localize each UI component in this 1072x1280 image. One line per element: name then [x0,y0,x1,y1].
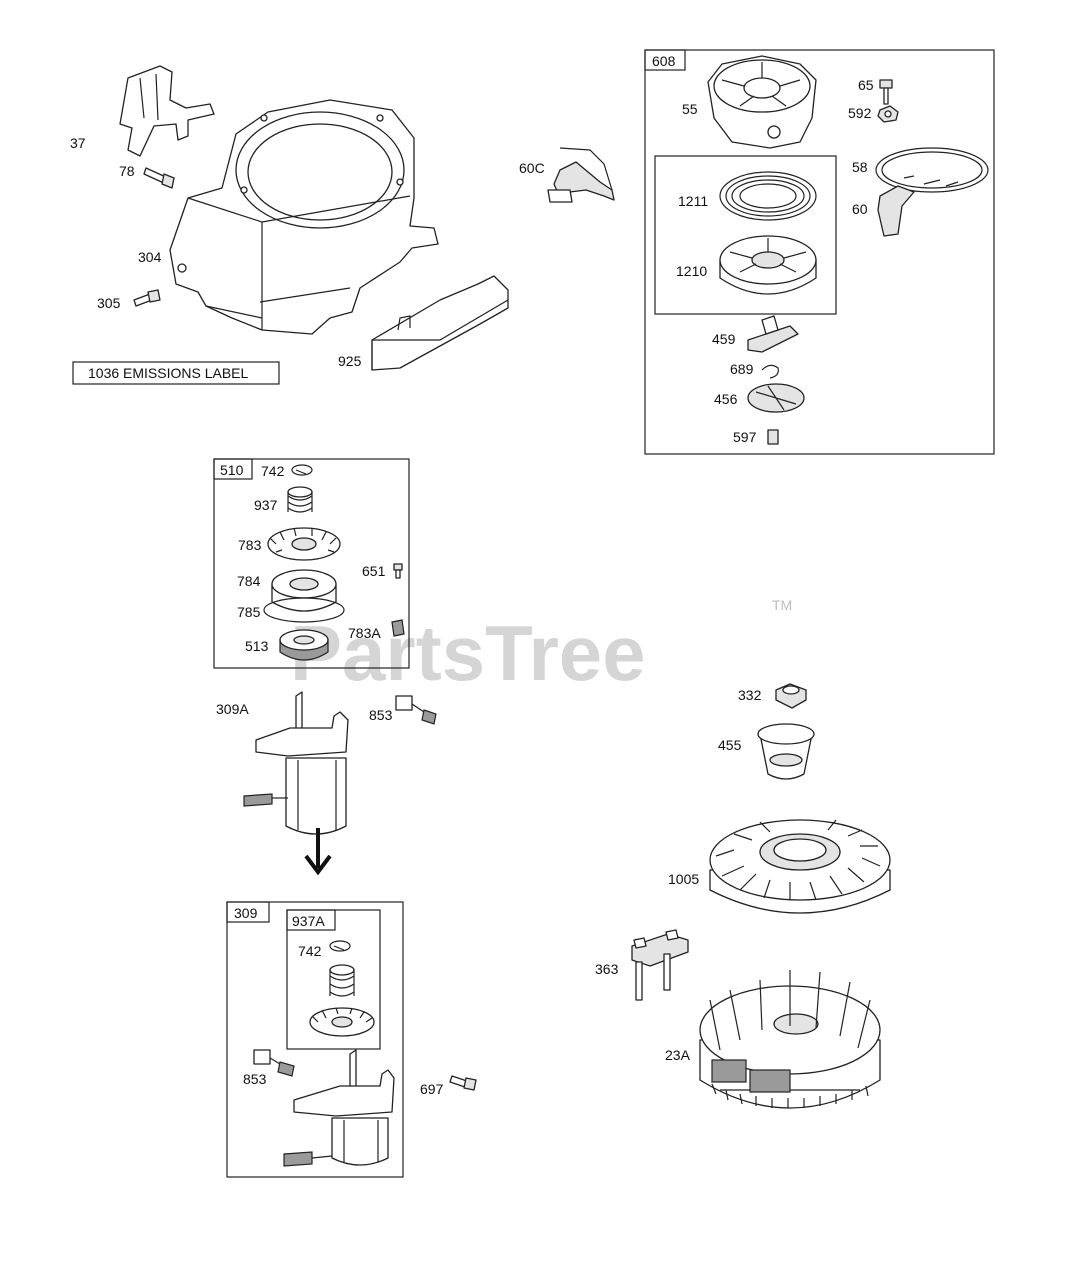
part-309a-starter-motor[interactable] [243,691,349,835]
label-305: 305 [97,295,121,311]
part-783a-nut[interactable] [391,619,405,637]
part-853-connector-a[interactable] [395,695,437,725]
down-arrow-icon [304,828,332,876]
part-456-retainer[interactable] [747,383,805,413]
label-937: 937 [254,497,278,513]
kit-937a-tag [286,909,336,931]
label-697: 697 [420,1081,444,1097]
label-60: 60 [852,201,868,217]
watermark-tm: TM [772,597,792,613]
label-1211: 1211 [678,193,708,209]
label-597: 597 [733,429,757,445]
emissions-label-box [72,361,280,385]
label-592: 592 [848,105,872,121]
kit-608-inner-frame [654,155,837,315]
label-689: 689 [730,361,754,377]
part-592-nut[interactable] [877,105,899,123]
part-332-nut[interactable] [775,683,807,709]
part-597-screw[interactable] [767,429,779,445]
label-925: 925 [338,353,362,369]
label-1005: 1005 [668,871,699,887]
part-455-cup[interactable] [757,723,815,780]
label-363: 363 [595,961,619,977]
label-58: 58 [852,159,868,175]
label-784: 784 [237,573,261,589]
label-651: 651 [362,563,386,579]
label-1210: 1210 [676,263,707,279]
watermark: PartsTree [290,609,646,697]
part-60c-handle[interactable] [547,147,615,203]
part-60-handle[interactable] [877,185,915,237]
label-65: 65 [858,77,874,93]
part-23a-flywheel[interactable] [699,970,881,1109]
label-785: 785 [237,604,261,620]
kit-309-label: 309 [234,905,258,921]
label-304: 304 [138,249,162,265]
part-58-rope[interactable] [875,147,989,193]
part-37-bracket[interactable] [119,65,215,157]
kit-510-frame [213,458,410,669]
label-783a: 783A [348,625,381,641]
part-651-screw[interactable] [393,563,403,579]
label-513: 513 [245,638,269,654]
part-697-bolt[interactable] [449,1075,477,1091]
label-332: 332 [738,687,762,703]
part-305-bolt[interactable] [133,289,161,307]
part-459-pawl[interactable] [747,315,799,353]
label-853-b: 853 [243,1071,267,1087]
label-55: 55 [682,101,698,117]
label-742-b: 742 [298,943,322,959]
part-1210-pulley[interactable] [719,235,817,295]
label-309a: 309A [216,701,249,717]
label-60c: 60C [519,160,545,176]
part-1211-recoil-spring[interactable] [719,171,817,221]
part-937a-spring[interactable] [329,964,355,997]
label-459: 459 [712,331,736,347]
kit-309-tag [226,901,270,923]
part-65-screw[interactable] [879,79,893,105]
part-689-clip[interactable] [761,364,779,379]
part-55-starter-housing[interactable] [707,55,817,149]
label-783: 783 [238,537,262,553]
part-937a-gear[interactable] [309,1007,375,1037]
part-937-spring[interactable] [287,486,313,513]
label-37: 37 [70,135,86,151]
label-742-a: 742 [261,463,285,479]
part-925-baffle[interactable] [371,275,509,371]
part-742-clip-b[interactable] [329,940,351,952]
kit-608-tag [644,49,686,71]
part-785-plate[interactable] [263,597,345,623]
label-78: 78 [119,163,135,179]
kit-608-frame [644,49,995,455]
label-456: 456 [714,391,738,407]
kit-937a-label: 937A [292,913,325,929]
kit-510-tag [213,458,253,480]
part-363-armature-bracket[interactable] [631,929,689,1001]
part-853-connector-b[interactable] [253,1049,295,1077]
part-1005-fan[interactable] [709,819,891,914]
kit-309-frame [226,901,404,1178]
label-455: 455 [718,737,742,753]
part-784-cup[interactable] [271,569,337,612]
part-78-bolt[interactable] [143,167,175,189]
kit-510-label: 510 [220,462,244,478]
emissions-label-text: 1036 EMISSIONS LABEL [88,365,249,381]
kit-608-label: 608 [652,53,676,69]
part-783-gear[interactable] [267,527,341,561]
part-309-starter-motor[interactable] [283,1049,395,1167]
label-23a: 23A [665,1047,691,1063]
part-304-blower-housing[interactable] [169,99,439,335]
part-513-clutch[interactable] [279,629,329,661]
part-742-clip[interactable] [291,464,313,476]
label-853-a: 853 [369,707,393,723]
